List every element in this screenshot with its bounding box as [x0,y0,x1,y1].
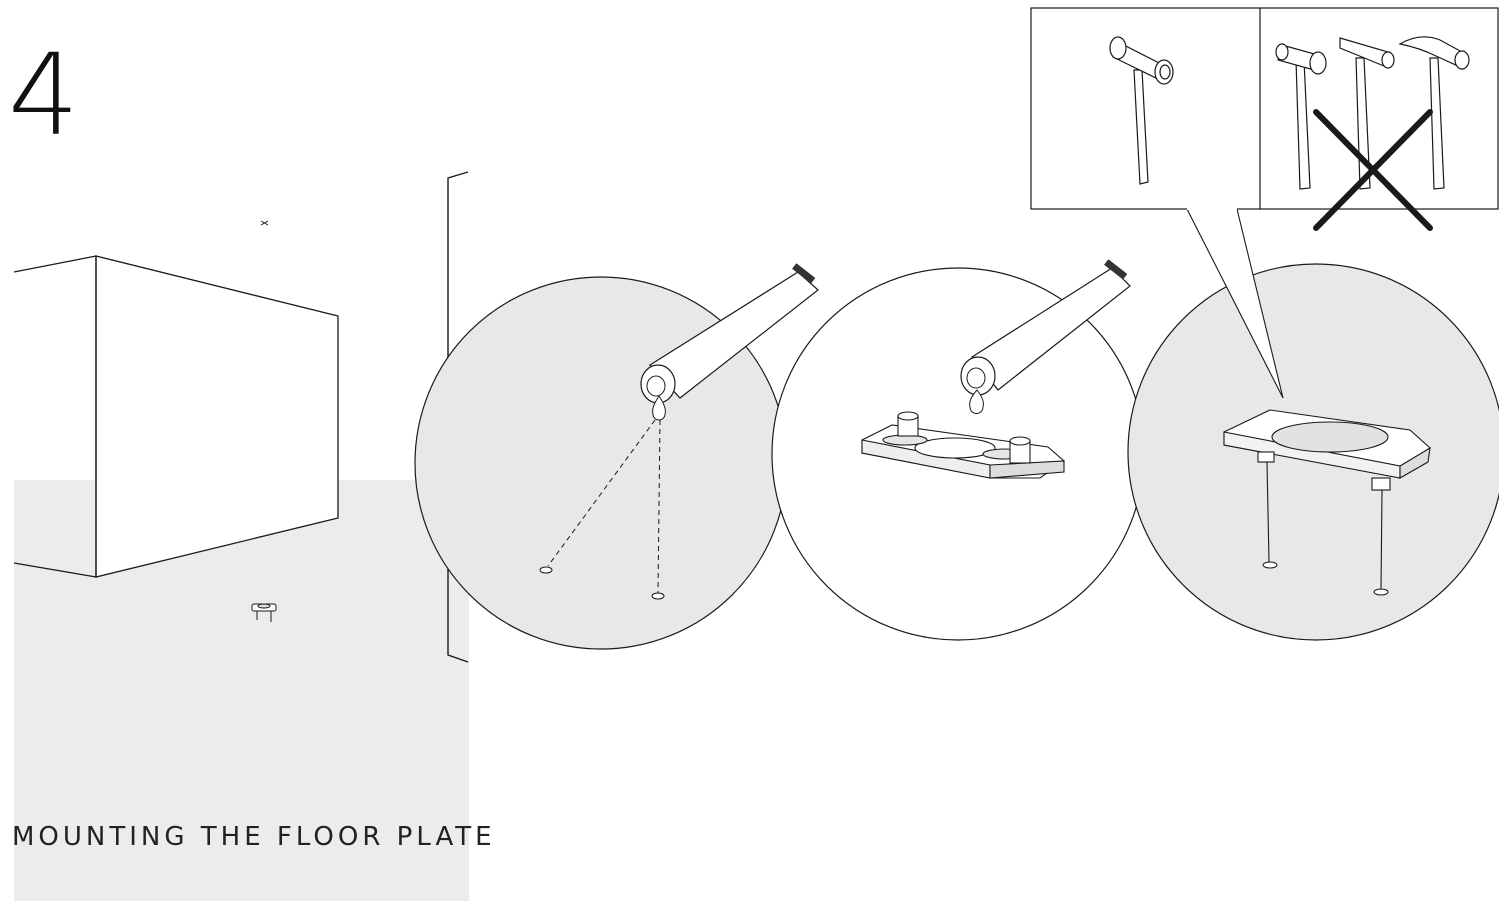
room-corner-icon [13,255,339,578]
glue-tube-icon [640,263,819,421]
cross-mark-icon [1313,109,1433,231]
floor-plate-icon [1223,409,1431,590]
floor-background [14,480,469,901]
detail-circle-glue-plate [771,259,1145,641]
floor-plate-icon [861,411,1065,479]
detail-circle-glue-holes [414,263,819,650]
step-caption: MOUNTING THE FLOOR PLATE [12,822,496,852]
rubber-mallet-icon [1109,36,1174,185]
step-number: 4 [8,31,80,161]
detail-circle-plate-insert [1127,263,1499,641]
small-floor-plate-icon [251,603,277,622]
glue-tube-icon [960,259,1131,414]
small-marker-icon [260,220,269,226]
